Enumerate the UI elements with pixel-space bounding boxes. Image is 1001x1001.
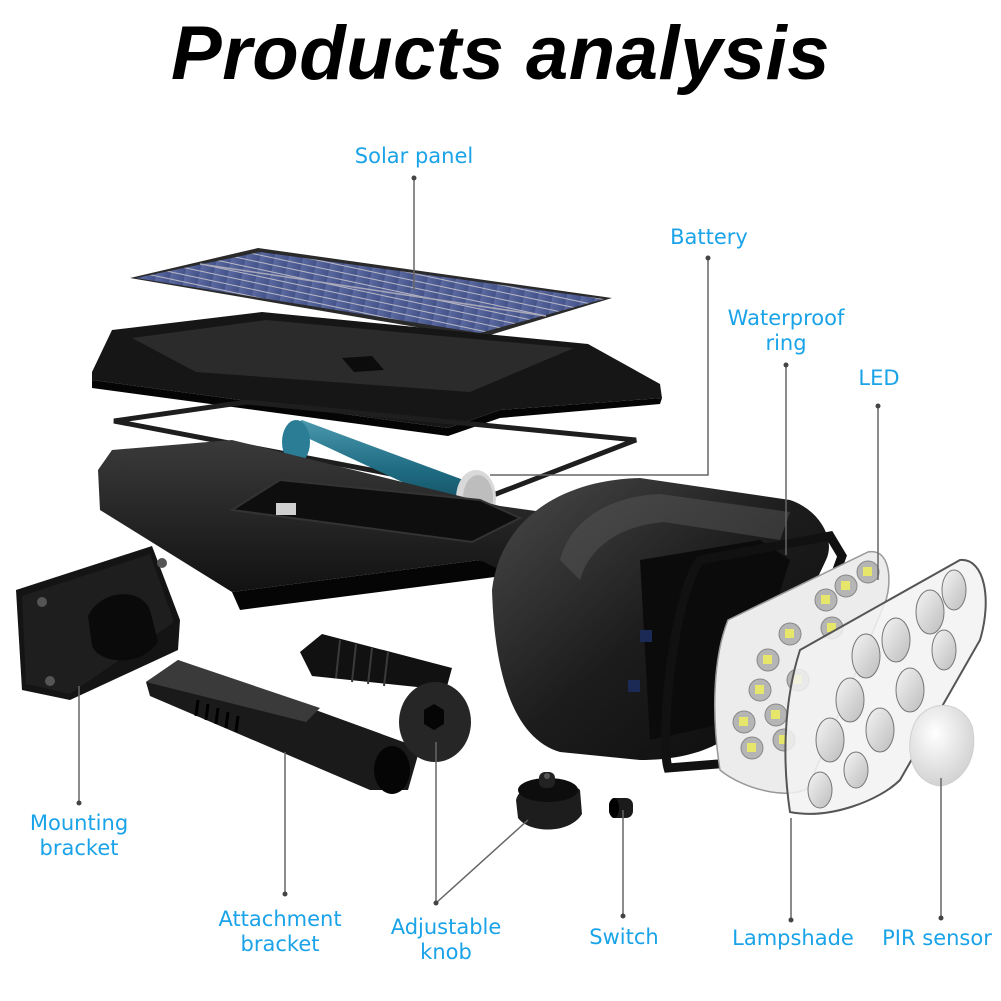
label-text: Lampshade [732,926,854,950]
label-led: LED [858,366,899,391]
leader-battery [490,258,709,476]
waterproof-ring-part [661,531,847,773]
housing-base-part [98,440,610,610]
label-text-line2: bracket [39,836,119,860]
label-text-line2: knob [420,940,472,964]
label-text: Switch [589,925,659,949]
leader-dots [76,175,944,923]
label-text-line2: ring [765,331,807,355]
label-pir-sensor: PIR sensor [882,926,992,951]
pir-sensor-part [909,704,975,787]
label-attachment-bracket: Attachment bracket [218,907,341,957]
label-text-line1: Waterproof [727,306,845,330]
label-battery: Battery [670,225,748,250]
label-text: LED [858,366,900,390]
label-text-line1: Adjustable [390,915,502,939]
label-mounting-bracket: Mounting bracket [30,811,128,861]
adjustable-knob-part [516,772,582,830]
label-waterproof-ring: Waterproof ring [728,306,845,356]
switch-part [609,798,633,818]
attachment-bracket-part [146,660,420,794]
pivot-shaft-part [300,634,452,690]
top-cover-part [92,312,662,436]
leader-lines [78,178,942,920]
label-text: Battery [670,225,748,249]
solar-panel-part [130,248,612,338]
label-text: Solar panel [354,144,474,168]
page-title: Products analysis [171,11,830,96]
leader-adjustable-knob [435,742,529,905]
label-text-line1: Mounting [29,811,129,835]
label-adjustable-knob: Adjustable knob [391,915,502,965]
label-text: PIR sensor [882,926,992,950]
label-text-line2: bracket [240,932,320,956]
waterproof-frame-part [113,399,637,497]
lampshade-part [784,558,987,815]
knob-bolt-part [399,682,471,762]
label-solar-panel: Solar panel [355,144,473,169]
label-lampshade: Lampshade [732,926,854,951]
mounting-bracket-part [16,546,180,700]
label-text-line1: Attachment [218,907,342,931]
label-switch: Switch [589,925,658,950]
